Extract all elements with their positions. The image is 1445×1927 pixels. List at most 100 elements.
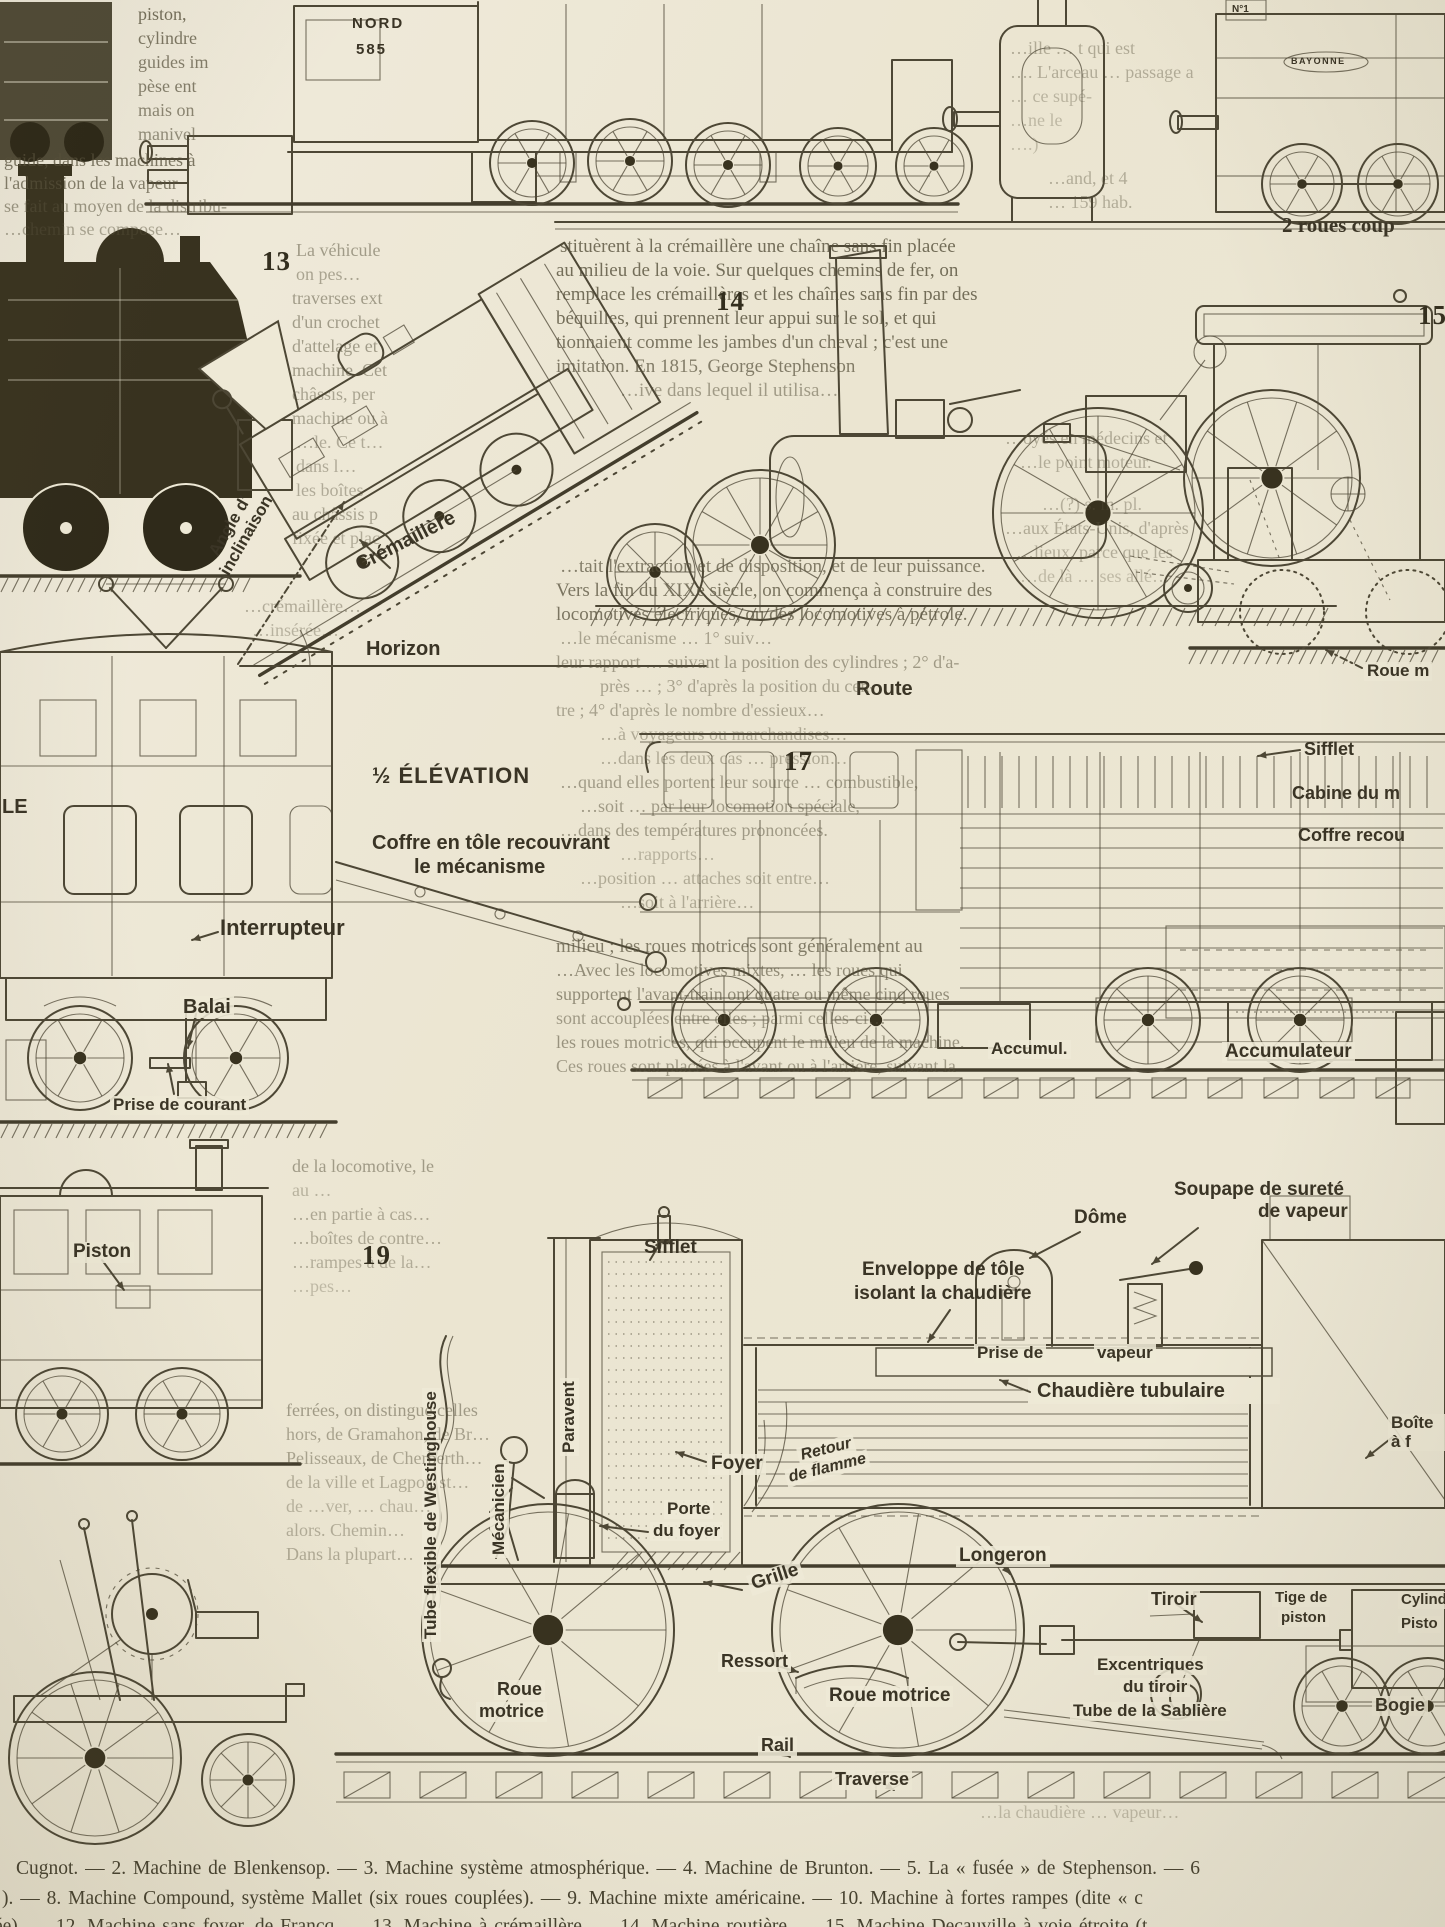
- text-fragment: stituèrent à la crémaillère une chaîne s…: [560, 236, 956, 257]
- text-fragment: …dans des températures prononcées.: [560, 820, 828, 840]
- label-le-fragment: LE: [2, 796, 28, 818]
- figure-13-rack-locomotive: [197, 241, 704, 685]
- text-fragment: d'attelage et: [292, 336, 378, 356]
- label-accumulateur: Accumulateur: [1222, 1041, 1355, 1063]
- text-fragment: au châssis p: [292, 504, 378, 524]
- text-fragment: machine. Cet: [292, 360, 387, 380]
- figure-17-accumulator-railcar: [617, 733, 1445, 1099]
- early-vehicle: [13, 1510, 305, 1723]
- text-fragment: …Avec les locomotives mixtes, … les roue…: [556, 960, 903, 980]
- text-fragment: …rapports…: [620, 844, 715, 864]
- text-fragment: fixée et plac: [292, 528, 380, 548]
- label-roue-motrice-gauche-2: motrice: [476, 1701, 548, 1722]
- text-fragment: … ce supé-: [1010, 86, 1092, 106]
- text-fragment: …rampes à de la…: [292, 1252, 432, 1272]
- label-soupape-2: de vapeur: [1258, 1201, 1348, 1222]
- label-coffre-recouvrant: Coffre recou: [1298, 825, 1406, 845]
- label-prise-vapeur-1: Prise de: [974, 1343, 1047, 1363]
- locomotive-nord-585: [139, 1, 960, 215]
- label-boite-a-fumee-cut: Boîte à f: [1388, 1413, 1445, 1452]
- text-fragment: piston,: [138, 4, 187, 24]
- label-roue-motrice-gauche-1: Roue: [494, 1679, 545, 1700]
- label-accumul: Accumul.: [988, 1039, 1071, 1059]
- text-fragment: l'admission de la vapeur: [4, 173, 178, 193]
- text-fragment: d'un crochet: [292, 312, 380, 332]
- text-fragment: …crémaillère…: [244, 596, 361, 616]
- text-fragment: …position … attaches soit entre…: [580, 868, 830, 888]
- label-coffre-tole-2: le mécanisme: [414, 856, 546, 878]
- text-fragment: …oyés en médecins et: [1005, 428, 1168, 448]
- locomotive-bayonne: [554, 0, 1445, 230]
- text-fragment: béquilles, qui prennent leur appui sur l…: [556, 308, 937, 329]
- text-fragment: dans l…: [296, 456, 357, 476]
- text-fragment: …dans les deux cas … pression…: [600, 748, 848, 768]
- text-fragment: machine ou à: [292, 408, 388, 428]
- label-route: Route: [856, 678, 913, 700]
- text-fragment: …en partie à cas…: [292, 1204, 431, 1224]
- text-fragment: guides im: [138, 52, 209, 72]
- text-fragment: les roues motrices, qui occupent le mili…: [556, 1032, 965, 1052]
- text-fragment: près … ; 3° d'après la position du cen-: [600, 676, 876, 696]
- text-fragment: de …ver, … chau…: [286, 1496, 432, 1516]
- label-balai: Balai: [180, 996, 234, 1018]
- label-bayonne-numberplate: N°1: [1232, 4, 1249, 15]
- text-fragment: tionnaient comme les jambes d'un cheval …: [556, 332, 949, 353]
- label-traverse: Traverse: [832, 1769, 913, 1790]
- figure-number-13: 13: [262, 246, 291, 276]
- text-fragment: ….): [1010, 134, 1039, 154]
- text-fragment: pèse ent: [138, 76, 197, 96]
- text-fragment: …(?) s. m. pl.: [1042, 494, 1142, 514]
- text-fragment: traverses ext: [292, 288, 383, 308]
- label-roue-motrice-cut: Roue m: [1364, 661, 1433, 681]
- label-excentriques-1: Excentriques: [1094, 1655, 1207, 1675]
- text-fragment: locomotives électriques, ou des locomoti…: [556, 604, 968, 625]
- dark-locomotive-left: [0, 164, 302, 593]
- text-fragment: …quand elles portent leur source … combu…: [560, 772, 919, 792]
- text-fragment: leur rapport … suivant la position des c…: [556, 652, 960, 672]
- label-enveloppe-1: Enveloppe de tôle: [862, 1259, 1025, 1280]
- text-fragment: au …: [292, 1180, 332, 1200]
- text-fragment: sont accouplées entre elles ; parmi cell…: [556, 1008, 886, 1028]
- label-mecanicien: Mécanicien: [489, 1460, 509, 1558]
- label-bogie: Bogie: [1372, 1695, 1429, 1716]
- text-fragment: cylindre: [138, 28, 197, 48]
- text-fragment: …le point moteur.: [1020, 452, 1152, 472]
- label-interrupteur: Interrupteur: [220, 915, 345, 940]
- figure-number-19: 19: [362, 1240, 391, 1270]
- label-piston-cut: Pisto: [1398, 1615, 1441, 1633]
- text-fragment: …soit … par leur locomotion spéciale,: [580, 796, 860, 816]
- text-fragment: imitation. En 1815, George Stephenson: [556, 356, 856, 377]
- label-piston: Piston: [70, 1241, 135, 1263]
- label-tiroir: Tiroir: [1148, 1589, 1200, 1610]
- figure-16-electric-locomotive: [0, 576, 667, 1139]
- caption-line-3: ée). — 12. Machine sans foyer, de Francq…: [0, 1916, 1148, 1927]
- label-rail: Rail: [758, 1735, 798, 1756]
- text-fragment: châssis, per: [292, 384, 375, 404]
- label-sifflet-fig17: Sifflet: [1304, 739, 1355, 759]
- label-porte-du-foyer-1: Porte: [664, 1499, 714, 1519]
- label-sifflet-fig19: Sifflet: [644, 1237, 697, 1258]
- label-prise-vapeur-2: vapeur: [1094, 1343, 1156, 1363]
- text-fragment: …le. Ce t…: [296, 432, 384, 452]
- label-demi-elevation: ½ ÉLÉVATION: [372, 763, 531, 788]
- text-fragment: …ille … t qui est: [1010, 38, 1135, 58]
- figure-number-15: 15: [1418, 300, 1445, 330]
- text-fragment: …pes…: [292, 1276, 352, 1296]
- label-dome: Dôme: [1074, 1207, 1127, 1228]
- text-fragment: …lieux, parce que les: [1016, 542, 1173, 562]
- label-cabine-du-mecanicien: Cabine du m: [1292, 783, 1401, 803]
- corner-engraving: [0, 2, 112, 162]
- label-bayonne-plate: BAYONNE: [1291, 56, 1346, 66]
- text-fragment: … 159 hab.: [1048, 192, 1133, 212]
- text-fragment: Ces roues sont placées à l'avant ou à l'…: [556, 1056, 956, 1076]
- text-fragment: alors. Chemin…: [286, 1520, 405, 1540]
- figure-number-14: 14: [716, 286, 745, 316]
- text-fragment: les boîtes: [296, 480, 364, 500]
- text-fragment: manivel: [138, 124, 196, 144]
- text-fragment: Pelisseaux, de Cherberth…: [286, 1448, 483, 1468]
- text-fragment: …insérée…: [252, 620, 339, 640]
- label-cylindre-cut: Cylind: [1398, 1591, 1445, 1609]
- text-fragment: Vers la fin du XIXe siècle, on commença …: [556, 580, 993, 601]
- text-fragment: …and, et 4: [1048, 168, 1128, 188]
